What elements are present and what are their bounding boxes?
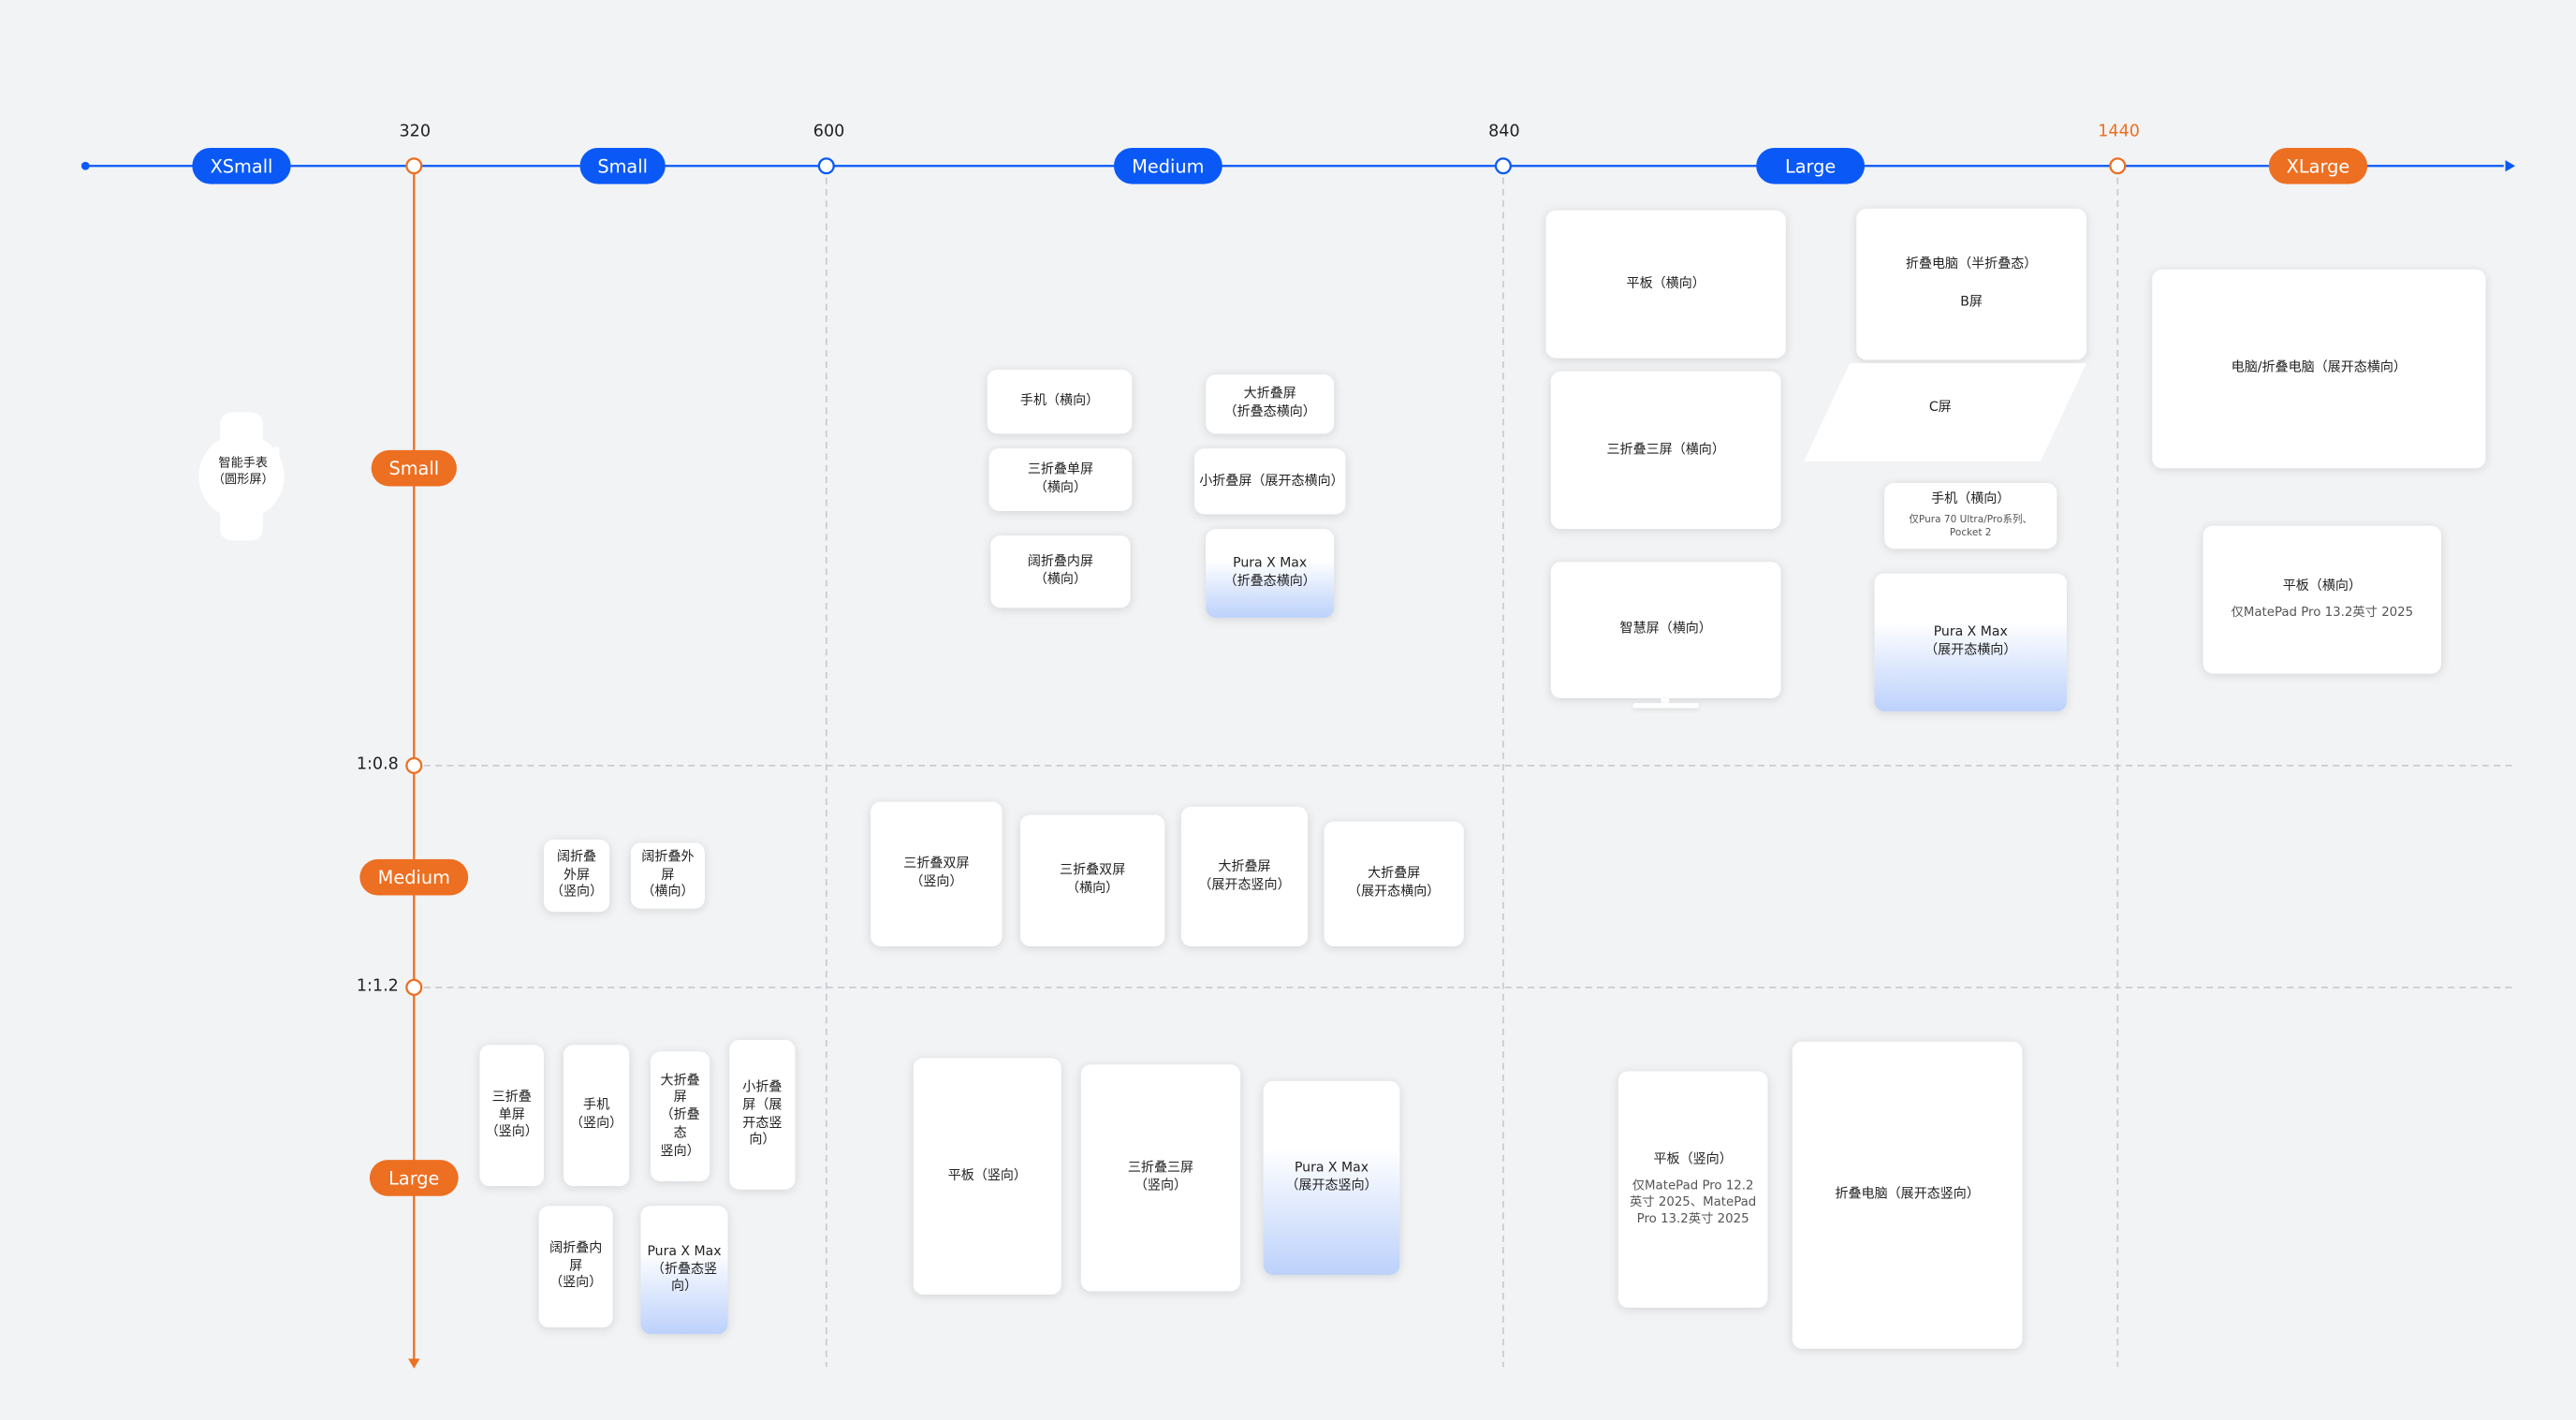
width-label-large: Large: [1756, 147, 1866, 184]
device-foldpc-c-label: C屏: [1928, 398, 1952, 414]
tick-circle-1440: [2109, 157, 2127, 175]
device-trifold-double-landscape: 三折叠双屏 （横向）: [1019, 814, 1165, 946]
device-trifold-triple-portrait: 三折叠三屏 （竖向）: [1080, 1064, 1241, 1292]
tick-circle-600: [817, 157, 835, 175]
device-smallfold-open-landscape: 小折叠屏（展开态横向）: [1193, 448, 1346, 515]
device-foldpc-b-label: B屏: [1960, 294, 1983, 309]
width-axis-arrow: [2505, 160, 2516, 172]
device-tablet-portrait-l-label: 平板（竖向）: [1653, 1150, 1733, 1166]
device-phone-landscape-pura-label: 手机（横向）: [1931, 490, 2011, 506]
device-bigfold-open-landscape: 大折叠屏 （展开态横向）: [1324, 821, 1464, 946]
aspect-tick-08: 1:0.8: [356, 755, 399, 774]
device-bigfold-folded-portrait: 大折叠屏 （折叠态 竖向）: [651, 1051, 710, 1181]
device-purax-folded-landscape: Pura X Max （折叠态横向）: [1206, 529, 1335, 618]
tick-circle-12: [405, 978, 423, 996]
device-purax-open-landscape: Pura X Max （展开态横向）: [1874, 573, 2067, 711]
width-tick-1440: 1440: [2098, 123, 2140, 141]
width-label-xsmall: XSmall: [192, 147, 291, 184]
width-label-xlarge: XLarge: [2268, 147, 2368, 184]
tick-circle-08: [405, 756, 423, 774]
aspect-label-large: Large: [369, 1160, 459, 1196]
device-flip-outer-landscape: 阔折叠外屏 （横向）: [630, 842, 705, 909]
device-foldpc-c-screen: C屏: [1804, 362, 2086, 462]
device-trifold-double-portrait: 三折叠双屏 （竖向）: [871, 801, 1003, 946]
device-trifold-triple-landscape: 三折叠三屏（横向）: [1550, 371, 1781, 530]
device-tablet-portrait-l-note: 仅MatePad Pro 12.2 英寸 2025、MatePad Pro 13…: [1629, 1177, 1757, 1226]
device-bigfold-open-portrait: 大折叠屏 （展开态竖向）: [1180, 806, 1309, 946]
device-foldpc-half-label: 折叠电脑（半折叠态）: [1905, 256, 2038, 271]
device-foldpc-open-portrait: 折叠电脑（展开态竖向）: [1792, 1041, 2023, 1349]
device-phone-landscape: 手机（横向）: [987, 369, 1133, 434]
device-tablet-landscape-xl-note: 仅MatePad Pro 13.2英寸 2025: [2231, 604, 2414, 620]
device-pc-fold-open-landscape: 电脑/折叠电脑（展开态横向）: [2152, 269, 2486, 469]
smart-screen-stand: [1661, 697, 1670, 705]
device-purax-open-portrait: Pura X Max （展开态竖向）: [1263, 1080, 1400, 1275]
device-tablet-landscape-xl-label: 平板（横向）: [2282, 578, 2362, 593]
device-trifold-single-landscape: 三折叠单屏 （横向）: [988, 448, 1133, 511]
smart-screen-base: [1632, 703, 1699, 709]
device-watch-label: 智能手表 （圆形屏）: [212, 455, 274, 487]
device-phone-landscape-pura: 手机（横向） 仅Pura 70 Ultra/Pro系列、 Pocket 2: [1884, 482, 2057, 549]
device-phone-portrait: 手机 （竖向）: [563, 1045, 630, 1187]
device-tablet-landscape: 平板（横向）: [1545, 210, 1786, 359]
device-tablet-landscape-xl: 平板（横向） 仅MatePad Pro 13.2英寸 2025: [2203, 525, 2442, 674]
aspect-label-small: Small: [371, 449, 457, 487]
device-flip-outer-portrait: 阔折叠 外屏 （竖向）: [543, 839, 610, 913]
device-tablet-portrait: 平板（竖向）: [913, 1058, 1061, 1296]
device-purax-folded-portrait: Pura X Max （折叠态竖 向）: [640, 1206, 728, 1335]
watch-shape: [198, 412, 285, 541]
device-phone-landscape-pura-note: 仅Pura 70 Ultra/Pro系列、 Pocket 2: [1909, 513, 2033, 539]
device-smallfold-open-portrait: 小折叠 屏（展 开态竖 向）: [729, 1039, 796, 1190]
width-label-medium: Medium: [1113, 147, 1222, 184]
aspect-axis-arrow: [408, 1358, 420, 1369]
aspect-tick-12: 1:1.2: [356, 977, 399, 996]
tick-circle-840: [1494, 157, 1512, 175]
device-bigfold-folded-landscape: 大折叠屏 （折叠态横向）: [1206, 374, 1335, 434]
width-tick-320: 320: [399, 123, 432, 141]
width-tick-600: 600: [812, 123, 845, 141]
width-axis-start: [80, 161, 90, 170]
aspect-label-medium: Medium: [359, 858, 469, 896]
device-flip-inner-portrait: 阔折叠内屏 （竖向）: [538, 1206, 613, 1328]
width-tick-840: 840: [1488, 123, 1520, 141]
width-label-small: Small: [579, 147, 666, 184]
device-trifold-single-portrait: 三折叠 单屏 （竖向）: [479, 1045, 544, 1187]
device-foldpc-half: 折叠电脑（半折叠态） B屏: [1856, 208, 2086, 360]
device-smart-screen: 智慧屏（横向）: [1550, 562, 1781, 698]
tick-circle-320: [405, 157, 423, 175]
device-flip-inner-landscape: 阔折叠内屏 （横向）: [990, 535, 1131, 608]
device-tablet-portrait-l: 平板（竖向） 仅MatePad Pro 12.2 英寸 2025、MatePad…: [1617, 1071, 1768, 1309]
